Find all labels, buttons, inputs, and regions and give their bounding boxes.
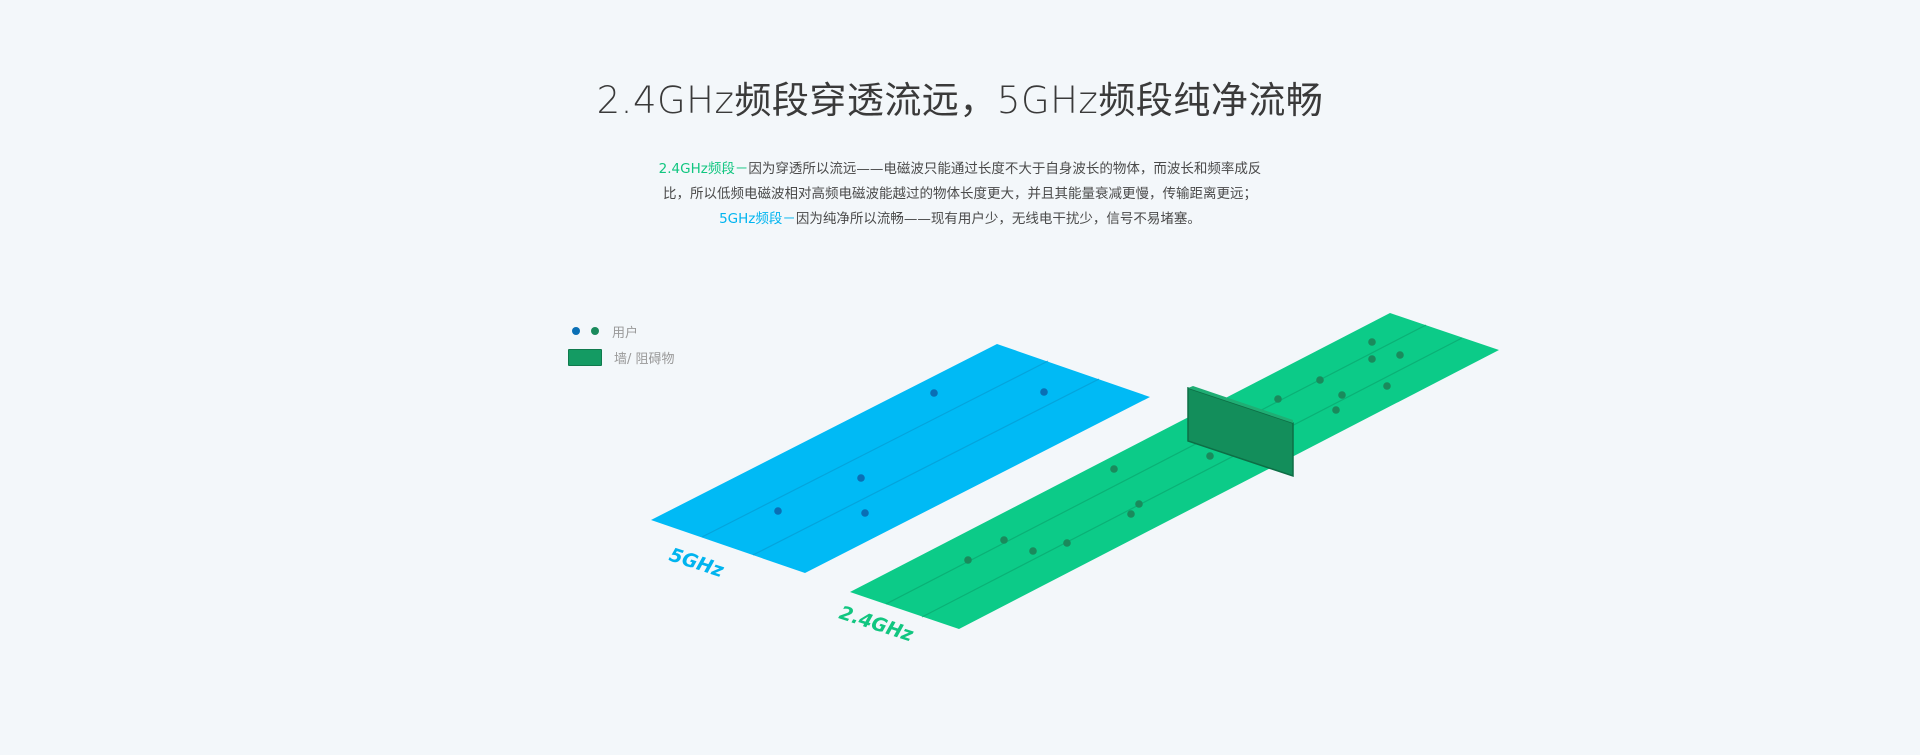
legend-users: 用户	[568, 318, 675, 344]
user-dot-blue-icon	[572, 327, 580, 335]
user-dot	[1206, 452, 1214, 460]
highlight-24ghz: 2.4GHz频段－	[658, 161, 749, 177]
user-dot	[1338, 391, 1346, 399]
description-text-1: 因为穿透所以流远——电磁波只能通过长度不大于自身波长的物体，而波长和频率成反	[748, 161, 1262, 177]
description-line-2: 比，所以低频电磁波相对高频电磁波能越过的物体长度更大，并且其能量衰减更慢，传输距…	[663, 186, 1257, 202]
band-5ghz-label: 5GHz	[666, 544, 727, 582]
user-dot	[1110, 465, 1118, 473]
description-text-3: 因为纯净所以流畅——现有用户少，无线电干扰少，信号不易堵塞。	[795, 211, 1201, 227]
wall-obstacle	[1187, 386, 1294, 478]
user-dot	[1274, 395, 1282, 403]
user-dot	[861, 509, 869, 517]
wall-swatch-icon	[568, 348, 602, 366]
user-dot	[1040, 388, 1048, 396]
wall-front	[1187, 386, 1294, 478]
legend-user-dots	[568, 327, 610, 335]
user-dot-green-icon	[591, 327, 599, 335]
user-dot	[774, 507, 782, 515]
highlight-5ghz: 5GHz频段－	[719, 211, 796, 227]
wall-top	[1188, 386, 1293, 423]
user-dot	[1396, 351, 1404, 359]
user-dot	[1383, 382, 1391, 390]
legend-wall: 墙/ 阻碍物	[568, 344, 675, 370]
page-title: 2.4GHz频段穿透流远，5GHz频段纯净流畅	[596, 79, 1324, 122]
user-dot	[857, 474, 865, 482]
legend-wall-label: 墙/ 阻碍物	[614, 351, 675, 367]
user-dot	[1368, 338, 1376, 346]
plane-24ghz-surface	[850, 313, 1499, 629]
legend: 用户 墙/ 阻碍物	[568, 318, 675, 370]
user-dot	[1000, 536, 1008, 544]
description-line-3: 5GHz频段－因为纯净所以流畅——现有用户少，无线电干扰少，信号不易堵塞。	[620, 207, 1300, 232]
plane-5ghz-surface	[651, 344, 1150, 573]
description: 2.4GHz频段－因为穿透所以流远——电磁波只能通过长度不大于自身波长的物体，而…	[620, 157, 1300, 232]
user-dot	[1127, 510, 1135, 518]
user-dot	[1063, 539, 1071, 547]
user-dot	[1368, 355, 1376, 363]
plane-24ghz-line	[885, 324, 1427, 605]
user-dot	[1029, 547, 1037, 555]
user-dot	[1135, 500, 1143, 508]
user-dot	[930, 389, 938, 397]
description-line-1: 2.4GHz频段－因为穿透所以流远——电磁波只能通过长度不大于自身波长的物体，而…	[620, 157, 1300, 182]
plane-5ghz-line	[701, 360, 1049, 538]
user-dot	[964, 556, 972, 564]
user-dot	[1316, 376, 1324, 384]
user-dot	[1332, 406, 1340, 414]
plane-5ghz-line	[752, 378, 1100, 556]
legend-users-label: 用户	[612, 325, 639, 341]
plane-24ghz-line	[921, 337, 1463, 618]
